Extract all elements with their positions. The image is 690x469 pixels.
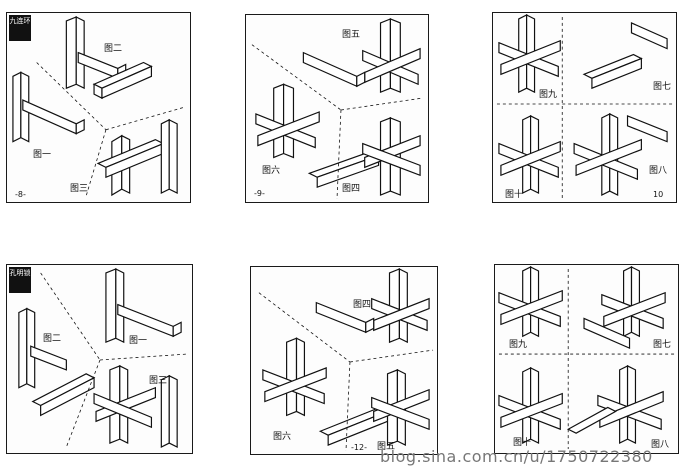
puzzle-illustration	[18, 268, 188, 449]
figure-caption: 图七	[653, 340, 672, 350]
figure-caption: 图一	[33, 150, 52, 160]
figure-caption: 图八	[651, 440, 670, 450]
puzzle-illustration	[498, 266, 676, 450]
figure-caption: 图二	[104, 44, 123, 54]
watermark-url: blog.sina.com.cn/u/1750722380	[380, 447, 653, 466]
figure-caption: 图六	[262, 166, 281, 176]
diagram-panel-3: 图九 图七 图十 图八 10	[492, 12, 677, 203]
puzzle-illustration	[12, 16, 186, 197]
page-number: 10	[653, 190, 664, 199]
diagram-panel-4: 孔明锁 图二 图一 图三	[6, 264, 193, 454]
diagram-panel-1: 九连环 图二 图一 图三 -8-	[6, 12, 191, 203]
figure-caption: 图四	[342, 184, 361, 194]
puzzle-illustration	[496, 14, 674, 199]
figure-caption: 图五	[377, 442, 396, 452]
page-number: -9-	[254, 189, 265, 198]
page-number: -8-	[15, 190, 26, 199]
figure-caption: 图三	[70, 184, 89, 194]
figure-caption: 图十	[513, 438, 532, 448]
figure-caption: 图九	[539, 90, 558, 100]
figure-caption: 图七	[653, 82, 672, 92]
figure-caption: 图五	[342, 30, 361, 40]
diagram-panel-6: 图九 图七 图十 图八	[494, 264, 679, 454]
figure-caption: 图十	[505, 190, 524, 200]
figure-caption: 图六	[273, 432, 292, 442]
section-tag: 九连环	[9, 15, 31, 41]
figure-caption: 图二	[43, 334, 62, 344]
figure-caption: 图三	[149, 376, 168, 386]
diagram-panel-2: 图五 图六 图四 -9-	[245, 14, 429, 203]
page-number: -12-	[351, 443, 367, 452]
figure-caption: 图四	[353, 300, 372, 310]
puzzle-illustration	[258, 268, 434, 452]
figure-caption: 图一	[129, 336, 148, 346]
puzzle-illustration	[251, 18, 423, 200]
figure-caption: 图九	[509, 340, 528, 350]
diagram-panel-5: 图四 图六 图五 -12-	[250, 266, 438, 455]
figure-caption: 图八	[649, 166, 668, 176]
section-tag: 孔明锁	[9, 267, 31, 293]
